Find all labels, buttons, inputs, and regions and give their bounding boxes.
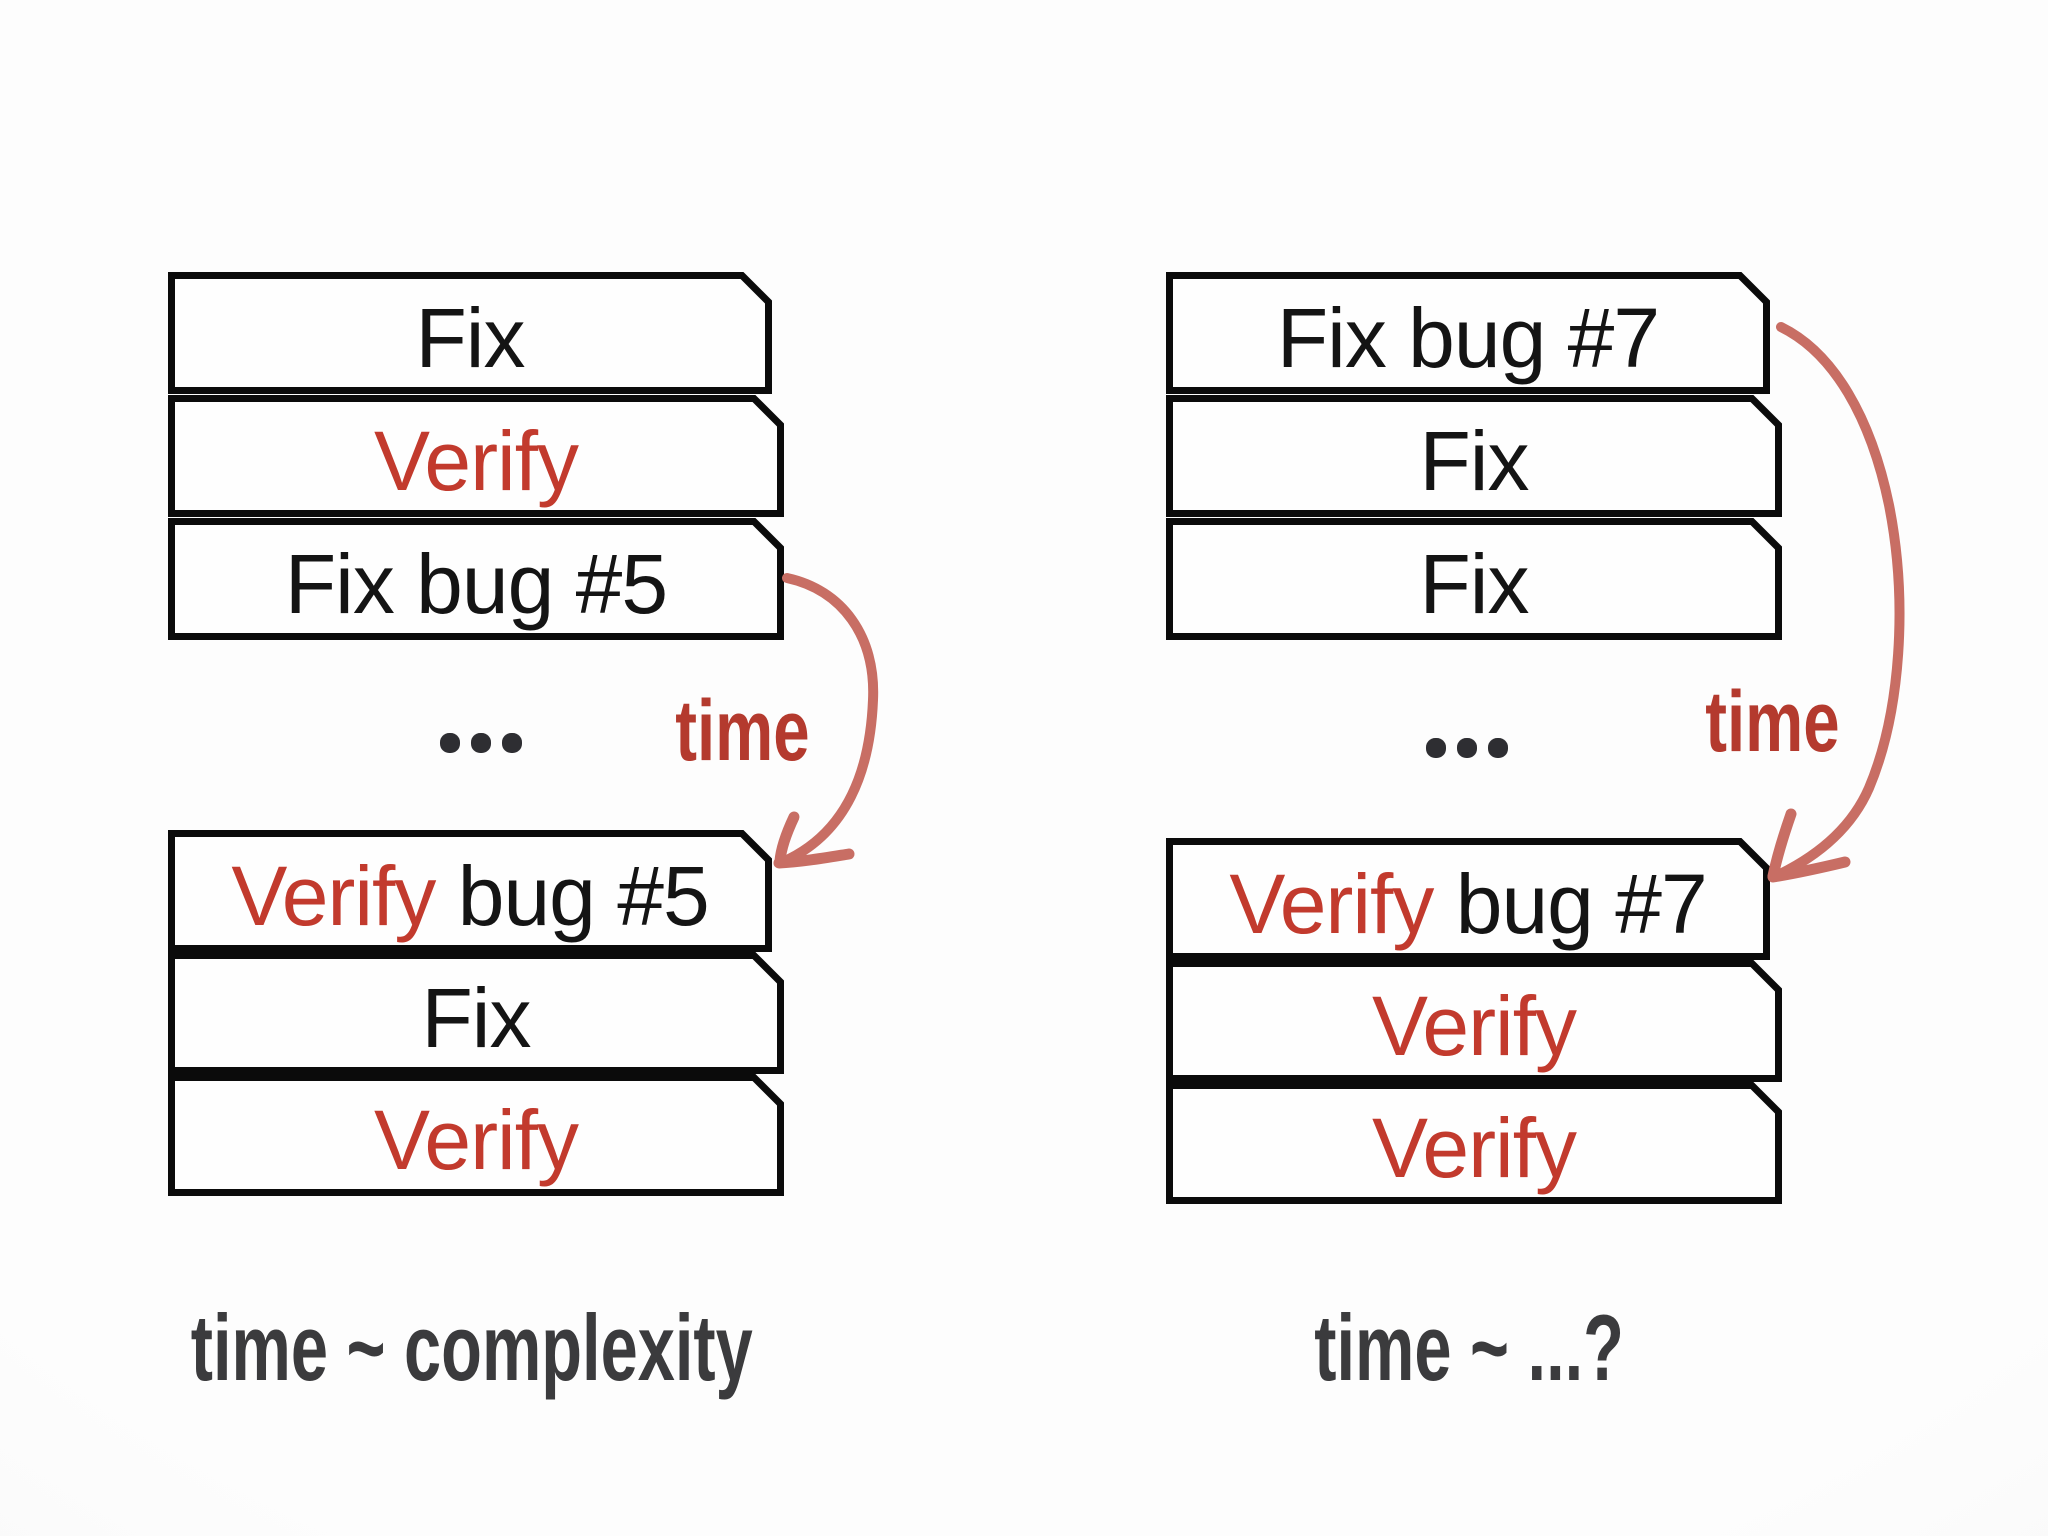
box-label-black: Fix xyxy=(1419,413,1530,508)
time-annotation-text: time xyxy=(674,682,810,779)
box-label-red: Verify xyxy=(1229,856,1434,951)
ellipsis-dot xyxy=(502,733,522,753)
box-label-black: Fix xyxy=(415,290,526,385)
time-annotation: time xyxy=(1662,672,1882,772)
box-label: Fix xyxy=(168,272,772,394)
task-box-fix: Fix xyxy=(168,952,784,1074)
task-box-verify: Verify xyxy=(1166,1082,1782,1204)
box-outline xyxy=(168,395,784,517)
box-label: Verify xyxy=(1166,960,1782,1082)
box-label-red: Verify xyxy=(373,1092,579,1187)
task-box-fix-bug-5: Fix bug #5 xyxy=(168,518,784,640)
box-outline xyxy=(1166,272,1770,394)
task-box-verify: Verify xyxy=(168,1074,784,1196)
time-annotation-text: time xyxy=(1704,673,1840,770)
box-label-black: Fix xyxy=(1419,536,1530,631)
task-box-verify: Verify xyxy=(168,395,784,517)
box-outline xyxy=(168,1074,784,1196)
task-box-fix-bug-7: Fix bug #7 xyxy=(1166,272,1770,394)
task-box-fix: Fix xyxy=(168,272,772,394)
box-label: Verify bug #7 xyxy=(1166,838,1770,960)
box-label: Fix bug #5 xyxy=(168,518,784,640)
caption-right: time ~ ...? xyxy=(1069,1288,1869,1408)
task-box-verify: Verify xyxy=(1166,960,1782,1082)
task-box-fix: Fix xyxy=(1166,395,1782,517)
caption-left: time ~ complexity xyxy=(72,1288,872,1408)
ellipsis-dot xyxy=(1457,738,1477,758)
box-label-black: bug #5 xyxy=(435,848,710,943)
box-label-red: Verify xyxy=(1371,978,1577,1073)
box-label-black: Fix bug #7 xyxy=(1276,290,1660,385)
box-label-black: Fix xyxy=(421,970,532,1065)
box-label: Fix xyxy=(1166,395,1782,517)
caption-left-text: time ~ complexity xyxy=(191,1295,753,1400)
box-outline xyxy=(168,518,784,640)
box-outline xyxy=(168,952,784,1074)
box-label: Verify xyxy=(168,395,784,517)
box-label: Fix xyxy=(1166,518,1782,640)
box-label: Fix xyxy=(168,952,784,1074)
box-label: Verify xyxy=(168,1074,784,1196)
box-label-red: Verify xyxy=(373,413,579,508)
box-label-red: Verify xyxy=(231,848,436,943)
box-label: Verify xyxy=(1166,1082,1782,1204)
caption-right-text: time ~ ...? xyxy=(1314,1295,1624,1400)
ellipsis-dot xyxy=(440,733,460,753)
ellipsis-dot xyxy=(471,733,491,753)
time-arrow-right xyxy=(1767,322,1905,883)
time-annotation: time xyxy=(632,681,852,781)
box-outline xyxy=(168,830,772,952)
box-label-black: Fix bug #5 xyxy=(284,536,668,631)
box-label-black: bug #7 xyxy=(1433,856,1708,951)
ellipsis xyxy=(440,733,522,753)
ellipsis-dot xyxy=(1488,738,1508,758)
task-box-verify-bug-5: Verify bug #5 xyxy=(168,830,772,952)
box-outline xyxy=(168,272,772,394)
ellipsis-dot xyxy=(1426,738,1446,758)
box-outline xyxy=(1166,838,1770,960)
box-outline xyxy=(1166,960,1782,1082)
task-box-verify-bug-7: Verify bug #7 xyxy=(1166,838,1770,960)
task-box-fix: Fix xyxy=(1166,518,1782,640)
box-label: Fix bug #7 xyxy=(1166,272,1770,394)
ellipsis xyxy=(1426,738,1508,758)
box-label-red: Verify xyxy=(1371,1100,1577,1195)
box-label: Verify bug #5 xyxy=(168,830,772,952)
box-outline xyxy=(1166,1082,1782,1204)
